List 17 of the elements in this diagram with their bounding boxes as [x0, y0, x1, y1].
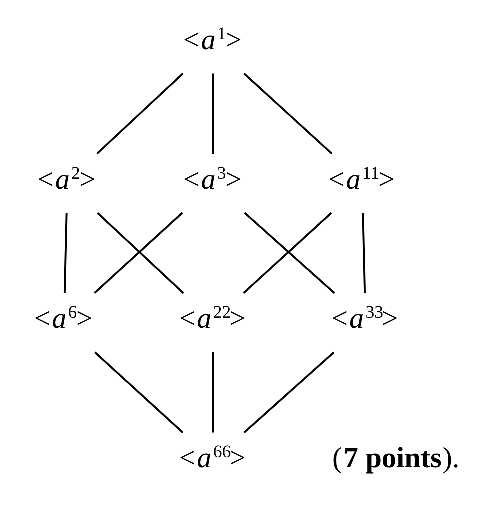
connector: [244, 73, 333, 155]
connector: [96, 73, 184, 155]
connector: [64, 213, 68, 294]
node-text: <a$^{66}$>: [179, 442, 246, 475]
connector: [362, 213, 366, 294]
node-text: <a$^{6}$>: [34, 302, 93, 336]
connector: [94, 352, 184, 434]
connector: [212, 352, 214, 433]
node-text: <a$^{22}$>: [179, 302, 246, 336]
node-text: <a$^{2}$>: [38, 162, 96, 196]
label: (7 points).: [332, 442, 460, 475]
node-text: <a$^{11}$>: [328, 162, 396, 196]
connector: [212, 74, 214, 154]
node-text: <a$^{3}$>: [183, 162, 242, 196]
connector: [244, 352, 335, 434]
node-text: <a$^{33}$>: [332, 302, 398, 336]
node-text: <a$^{1}$>: [183, 23, 242, 56]
